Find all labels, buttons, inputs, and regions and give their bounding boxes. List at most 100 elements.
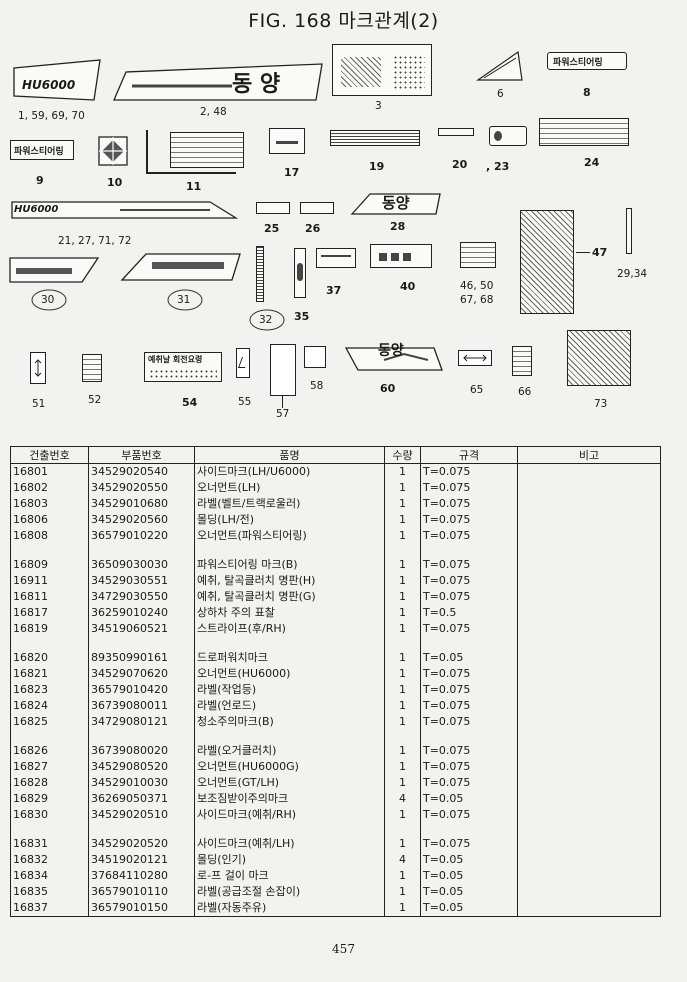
cell-part-no: 37684110280 [88, 868, 195, 884]
cell-ref: 16809 [10, 557, 89, 573]
cell-spec: T=0.075 [420, 698, 518, 714]
cell-qty: 1 [384, 743, 421, 759]
cell-ref: 16834 [10, 868, 89, 884]
col-header-spec: 규격 [420, 446, 518, 464]
part-6-label: 6 [497, 88, 504, 100]
cell-part-no: 34519060521 [88, 621, 195, 637]
part-20-label: 20 [452, 158, 468, 171]
part-28-text: 동양 [382, 194, 410, 212]
part-26-label: 26 [305, 222, 321, 235]
cell-spec: T=0.075 [420, 714, 518, 730]
part-19-label: 19 [369, 160, 385, 173]
spacer-cell [517, 823, 661, 836]
cell-remarks [517, 480, 661, 496]
part-55-graphic [236, 348, 250, 378]
cell-qty: 1 [384, 666, 421, 682]
cell-qty: 1 [384, 605, 421, 621]
part-31-circle-mark [167, 289, 203, 311]
cell-qty: 1 [384, 621, 421, 637]
col-header-part-name: 품명 [194, 446, 385, 464]
cell-part-no: 36739080011 [88, 698, 195, 714]
cell-name: 로-프 걸이 마크 [194, 868, 385, 884]
cell-spec: T=0.075 [420, 759, 518, 775]
col-header-part-no: 부품번호 [88, 446, 195, 464]
part-10-graphic [98, 136, 128, 166]
cell-qty: 1 [384, 807, 421, 823]
part-32-graphic [256, 246, 264, 302]
part-24-label: 24 [584, 156, 600, 169]
spacer-cell [88, 730, 195, 743]
cell-qty: 1 [384, 480, 421, 496]
col-header-qty: 수량 [384, 446, 421, 464]
cell-name: 라벨(자동주유) [194, 900, 385, 917]
cell-remarks [517, 573, 661, 589]
cell-qty: 4 [384, 791, 421, 807]
part-46-50-label: 46, 50 [460, 280, 494, 292]
cell-name: 몰딩(LH/전) [194, 512, 385, 528]
part-32-label: 32 [259, 314, 273, 326]
cell-ref: 16824 [10, 698, 89, 714]
part-21-graphic [11, 201, 238, 219]
cell-remarks [517, 884, 661, 900]
cell-name: 보조짐받이주의마크 [194, 791, 385, 807]
cell-name: 드로퍼워치마크 [194, 650, 385, 666]
part-3-graphic [332, 44, 432, 96]
cell-part-no: 34529030551 [88, 573, 195, 589]
cell-qty: 1 [384, 868, 421, 884]
cell-name: 사이드마크(예취/LH) [194, 836, 385, 852]
spacer-cell [517, 637, 661, 650]
spacer-cell [194, 823, 385, 836]
cell-spec: T=0.075 [420, 775, 518, 791]
spacer-cell [194, 544, 385, 557]
cell-qty: 1 [384, 900, 421, 917]
part-35-graphic [294, 248, 306, 298]
cell-spec: T=0.075 [420, 496, 518, 512]
arrow-up-down-icon [34, 359, 42, 377]
spacer-cell [420, 730, 518, 743]
cell-qty: 1 [384, 698, 421, 714]
spacer-cell [194, 637, 385, 650]
part-30-circle-mark [31, 289, 67, 311]
part-23-label: , 23 [486, 160, 510, 173]
spacer-cell [88, 544, 195, 557]
cell-remarks [517, 621, 661, 637]
cell-qty: 1 [384, 759, 421, 775]
cell-ref: 16823 [10, 682, 89, 698]
cell-spec: T=0.075 [420, 666, 518, 682]
cell-remarks [517, 791, 661, 807]
cell-name: 오너먼트(파워스티어링) [194, 528, 385, 544]
cell-spec: T=0.05 [420, 868, 518, 884]
cell-qty: 4 [384, 852, 421, 868]
cell-name: 예취, 탈곡클러치 명판(G) [194, 589, 385, 605]
part-65-label: 65 [470, 384, 484, 396]
part-8-text: 파워스티어링 [553, 58, 603, 68]
col-header-remarks: 비고 [517, 446, 661, 464]
part-40-label: 40 [400, 280, 416, 293]
cell-part-no: 34529080520 [88, 759, 195, 775]
cell-ref: 16802 [10, 480, 89, 496]
cell-part-no: 34519020121 [88, 852, 195, 868]
part-28-graphic [350, 193, 441, 215]
spacer-cell [10, 823, 89, 836]
part-28-label: 28 [390, 220, 406, 233]
cell-remarks [517, 589, 661, 605]
part-9-text: 파워스티어링 [14, 147, 64, 157]
cell-spec: T=0.075 [420, 589, 518, 605]
part-30-graphic [9, 257, 100, 283]
part-24-graphic [539, 118, 629, 146]
cell-part-no: 36509030030 [88, 557, 195, 573]
